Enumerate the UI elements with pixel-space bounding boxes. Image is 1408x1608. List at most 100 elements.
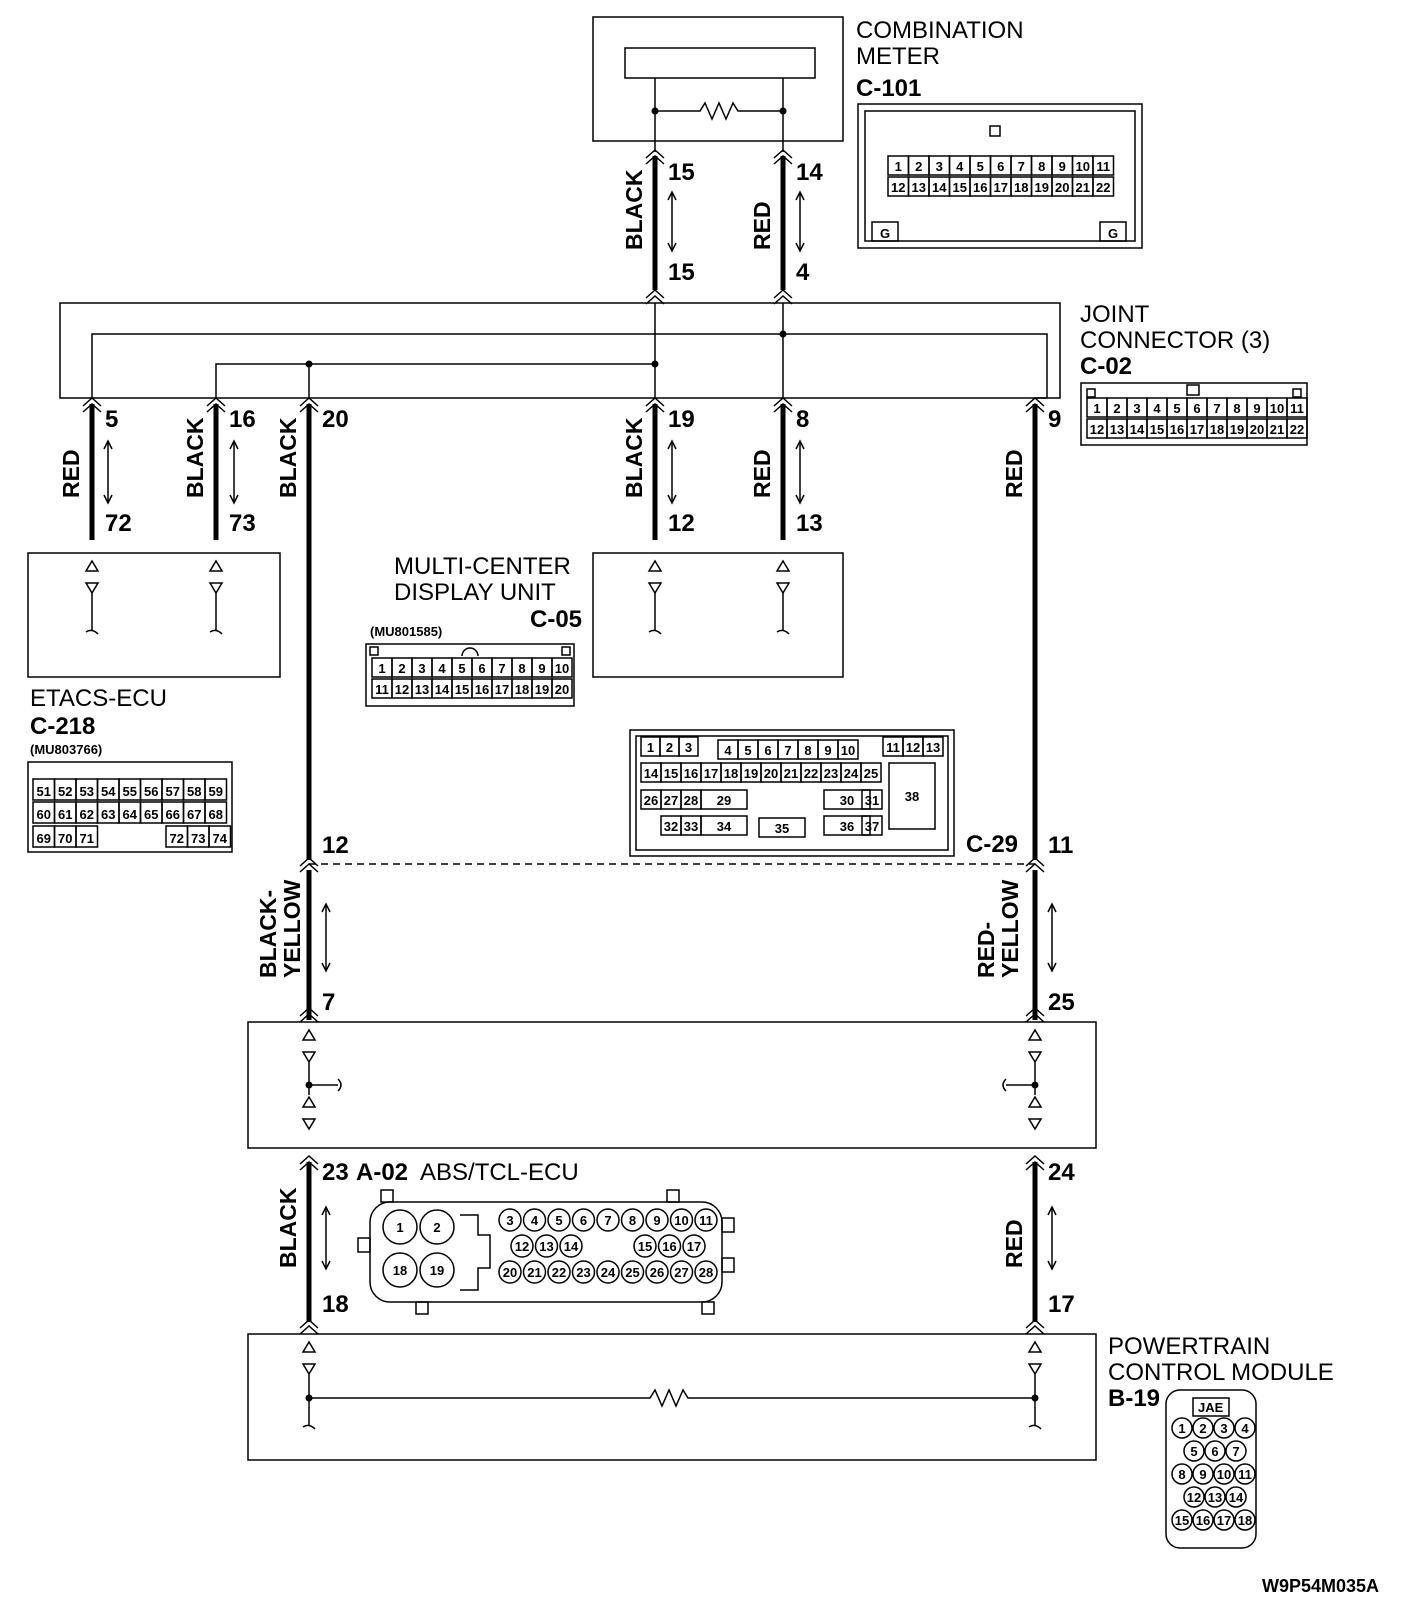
wire-20: 20 BLACK [275, 397, 349, 860]
c218-pin-61: 61 [58, 807, 72, 822]
pcm-brand: JAE [1198, 1400, 1224, 1415]
c29-pin-35: 35 [775, 821, 789, 836]
c29-pin-11: 11 [886, 740, 900, 755]
a02-pin-6: 6 [580, 1213, 587, 1228]
c29-pin-1: 1 [647, 740, 654, 755]
c101-pin-5: 5 [977, 159, 984, 174]
b19-pin-7: 7 [1232, 1444, 1239, 1459]
display-box [592, 552, 844, 678]
a02-pin-13: 13 [539, 1239, 553, 1254]
c29-pin-26: 26 [644, 793, 658, 808]
c02-pin-1: 1 [1093, 401, 1100, 416]
b19-pin-13: 13 [1208, 1490, 1222, 1505]
a02-pin-10: 10 [674, 1213, 688, 1228]
b19-pin-17: 17 [1217, 1513, 1231, 1528]
c02-pin-22: 22 [1290, 422, 1304, 437]
c29-pin-17: 17 [704, 766, 718, 781]
c29-pin-20: 20 [764, 766, 778, 781]
display-part: (MU801585) [370, 624, 442, 639]
c05-pin-19: 19 [535, 682, 549, 697]
c101-pin-13: 13 [912, 180, 926, 195]
connector-a02-face [357, 1189, 735, 1315]
a02-pin-3: 3 [506, 1213, 513, 1228]
c29-pin-34: 34 [717, 819, 732, 834]
svg-text:20: 20 [322, 406, 349, 433]
c101-pin-14: 14 [932, 180, 947, 195]
display-title-2: DISPLAY UNIT [394, 579, 556, 606]
b19-pin-12: 12 [1187, 1490, 1201, 1505]
a02-pin-24: 24 [601, 1265, 616, 1280]
c101-pin-22: 22 [1096, 180, 1110, 195]
c101-pin-10: 10 [1076, 159, 1090, 174]
c02-pin-18: 18 [1210, 422, 1224, 437]
svg-text:YELLOW: YELLOW [279, 879, 305, 978]
svg-text:12: 12 [322, 832, 349, 859]
c29-pin-9: 9 [824, 743, 831, 758]
a02-pin-11: 11 [699, 1213, 713, 1228]
c101-ground-right: G [1099, 221, 1127, 242]
c29-pin-4: 4 [724, 743, 732, 758]
b19-pin-15: 15 [1175, 1513, 1189, 1528]
c29-pin-19: 19 [744, 766, 758, 781]
c29-pin-24: 24 [844, 766, 859, 781]
a02-pin-16: 16 [662, 1239, 676, 1254]
svg-text:G: G [1108, 226, 1118, 241]
c05-pin-3: 3 [418, 661, 425, 676]
a02-pin-9: 9 [653, 1213, 660, 1228]
svg-text:BLACK: BLACK [275, 417, 301, 498]
svg-text:RED: RED [58, 449, 84, 498]
c29-junction: 12 11 [299, 832, 1073, 873]
c218-pin-72: 72 [170, 831, 184, 846]
c05-pin-18: 18 [515, 682, 529, 697]
svg-text:BLACK: BLACK [182, 417, 208, 498]
joint-code: C-02 [1080, 353, 1132, 380]
abs-code: A-02 [356, 1159, 408, 1186]
c101-pin-2: 2 [915, 159, 922, 174]
c02-pin-17: 17 [1190, 422, 1204, 437]
c101-pin-11: 11 [1096, 159, 1110, 174]
c218-pin-66: 66 [166, 807, 180, 822]
c101-pin-4: 4 [956, 159, 964, 174]
c05-pin-15: 15 [455, 682, 469, 697]
wire-display-8: 8 13 RED [749, 397, 823, 540]
a02-pin-12: 12 [515, 1239, 529, 1254]
a02-pin-1: 1 [396, 1220, 403, 1235]
c29-pin-33: 33 [684, 819, 698, 834]
c02-pin-13: 13 [1110, 422, 1124, 437]
c29-pin-22: 22 [804, 766, 818, 781]
c218-pin-68: 68 [209, 807, 223, 822]
b19-pin-8: 8 [1178, 1467, 1185, 1482]
c101-pin-19: 19 [1035, 180, 1049, 195]
wire-red-yellow: RED- YELLOW 25 [973, 870, 1075, 1023]
c29-pin-36: 36 [840, 819, 854, 834]
b19-pin-4: 4 [1241, 1421, 1249, 1436]
c101-pin-7: 7 [1018, 159, 1025, 174]
c05-pin-20: 20 [555, 682, 569, 697]
c218-pin-63: 63 [101, 807, 115, 822]
connector-c101-face: G G [857, 103, 1143, 249]
svg-text:25: 25 [1048, 989, 1075, 1016]
svg-text:8: 8 [796, 406, 809, 433]
c05-pin-1: 1 [378, 661, 385, 676]
c29-pin-8: 8 [804, 743, 811, 758]
etacs-part: (MU803766) [30, 742, 102, 757]
svg-text:18: 18 [322, 1291, 349, 1318]
svg-text:12: 12 [668, 510, 695, 537]
c29-pin-23: 23 [824, 766, 838, 781]
c02-pin-5: 5 [1173, 401, 1180, 416]
c02-pin-11: 11 [1290, 401, 1304, 416]
svg-text:23: 23 [322, 1159, 349, 1186]
c101-pin-8: 8 [1038, 159, 1045, 174]
c29-pin-37: 37 [865, 819, 879, 834]
a02-pin-15: 15 [638, 1239, 652, 1254]
c29-pin-7: 7 [784, 743, 791, 758]
c02-pin-9: 9 [1253, 401, 1260, 416]
c29-pin-28: 28 [684, 793, 698, 808]
svg-text:73: 73 [229, 510, 256, 537]
wire-abs-24: 24 RED 17 [1001, 1155, 1075, 1335]
c218-pin-70: 70 [58, 831, 72, 846]
b19-pin-3: 3 [1220, 1421, 1227, 1436]
svg-text:G: G [880, 226, 890, 241]
wire-9: 9 RED [1001, 397, 1061, 860]
